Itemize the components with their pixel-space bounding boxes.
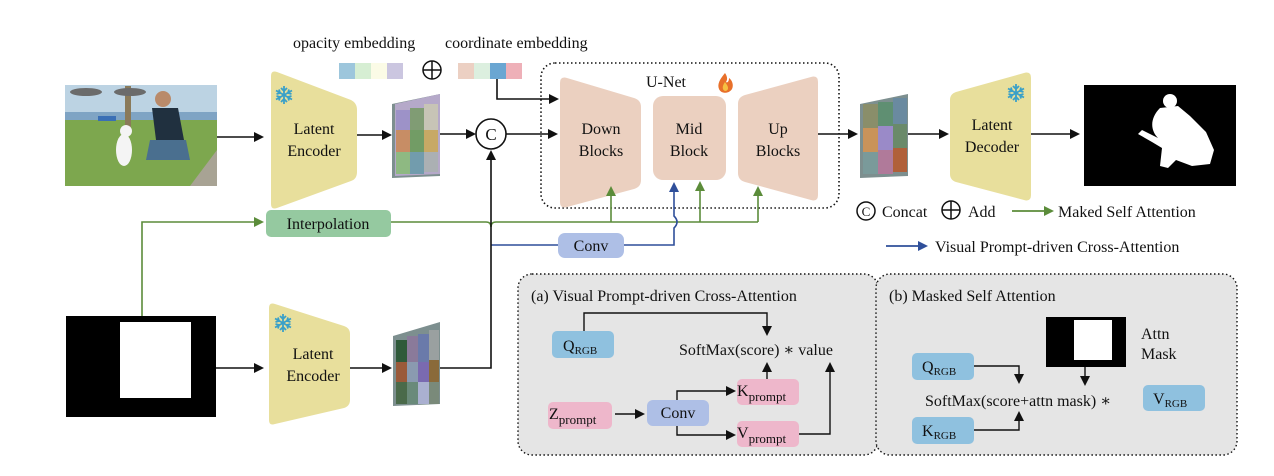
down-blocks-label-2: Blocks <box>579 143 623 160</box>
up-blocks-label-2: Blocks <box>756 143 800 160</box>
v-prompt-label: Vprompt <box>737 425 787 446</box>
q-rgb-box <box>552 331 614 358</box>
concat-node: C <box>475 118 507 150</box>
interpolation-box <box>266 210 391 237</box>
k-rgb-box <box>912 417 974 444</box>
coordinate-embedding-label: coordinate embedding <box>445 35 588 52</box>
v-to-value-arrow <box>799 362 835 435</box>
q-rgb-box-b <box>912 353 974 380</box>
panel-a-title: (a) Visual Prompt-driven Cross-Attention <box>531 288 797 305</box>
svg-text:C: C <box>485 125 496 144</box>
input-image <box>65 85 217 186</box>
fire-icon <box>718 73 733 93</box>
unet-container <box>540 62 840 209</box>
q-rgb-label-b: QRGB <box>922 359 956 378</box>
legend-masked-self-attention: Maked Self Attention <box>1058 204 1196 221</box>
latent-feature-mask <box>393 322 440 406</box>
attn-mask-image <box>1046 317 1126 367</box>
add-symbol <box>422 60 442 80</box>
latent-encoder-bottom <box>269 303 350 425</box>
opacity-embedding <box>339 63 403 79</box>
conv-label: Conv <box>574 238 609 255</box>
encoder-top-label-2: Encoder <box>287 143 341 160</box>
input-mask <box>66 316 216 417</box>
encoder-bottom-label-1: Latent <box>293 346 334 363</box>
interpolation-line <box>391 221 758 228</box>
conv-to-k-arrow <box>676 386 736 400</box>
k-prompt-label: Kprompt <box>737 383 787 404</box>
mid-block-label-1: Mid <box>676 121 703 138</box>
q-to-softmax-arrow-b <box>974 365 1024 384</box>
down-blocks <box>560 77 641 208</box>
opacity-embedding-label: opacity embedding <box>293 35 415 52</box>
embedding-arrow <box>496 79 559 104</box>
q-rgb-label: QRGB <box>563 338 597 357</box>
latent-feature-output <box>860 94 908 178</box>
softmax-formula-a: SoftMax(score) ∗ value <box>679 342 833 359</box>
embedding-cell <box>490 63 506 79</box>
embedding-cell <box>506 63 522 79</box>
mid-block <box>653 96 726 180</box>
coordinate-embedding <box>458 63 522 79</box>
embedding-cell <box>339 63 355 79</box>
v-rgb-box <box>1143 385 1205 411</box>
arrow-mask-latent-to-concat <box>440 150 496 369</box>
mask-to-interpolation-arrow <box>141 217 264 316</box>
embedding-cell <box>387 63 403 79</box>
up-blocks-label-1: Up <box>768 121 788 138</box>
decoder-label-1: Latent <box>972 117 1013 134</box>
legend-add: Add <box>968 204 996 221</box>
attn-label: Attn <box>1141 326 1169 343</box>
panel-conv-box <box>647 400 709 426</box>
interpolation-label: Interpolation <box>287 216 370 233</box>
embedding-cell <box>458 63 474 79</box>
latent-decoder <box>950 72 1031 201</box>
v-prompt-box <box>737 421 799 447</box>
mask-label: Mask <box>1141 346 1177 363</box>
latent-encoder-top <box>271 71 357 209</box>
svg-text:C: C <box>862 204 871 219</box>
mid-block-label-2: Block <box>670 143 708 160</box>
unet-title: U-Net <box>646 74 687 91</box>
embedding-cell <box>371 63 387 79</box>
k-to-softmax-arrow-b <box>974 411 1024 431</box>
z-prompt-box <box>548 402 612 429</box>
conv-to-mid-block-arrow <box>624 182 679 246</box>
legend-cross-attention: Visual Prompt-driven Cross-Attention <box>935 239 1179 256</box>
v-rgb-label: VRGB <box>1153 391 1187 410</box>
legend-concat: Concat <box>882 204 928 221</box>
panel-conv-label: Conv <box>661 405 696 422</box>
k-rgb-label: KRGB <box>922 423 956 442</box>
embedding-cell <box>355 63 371 79</box>
embedding-cell <box>474 63 490 79</box>
output-alpha-matte <box>1084 85 1236 186</box>
encoder-bottom-label-2: Encoder <box>286 368 340 385</box>
softmax-formula-b: SoftMax(score+attn mask) ∗ <box>925 393 1111 410</box>
k-prompt-box <box>737 379 799 405</box>
up-blocks <box>738 76 818 201</box>
decoder-label-2: Decoder <box>965 139 1020 156</box>
latent-feature-top <box>392 94 440 178</box>
encoder-top-label-1: Latent <box>294 121 335 138</box>
q-to-softmax-arrow <box>583 312 772 336</box>
conv-box <box>558 233 624 258</box>
z-prompt-label: Zprompt <box>549 406 597 427</box>
panel-b-title: (b) Masked Self Attention <box>889 288 1056 305</box>
legend: C Concat Add Maked Self Attention Visual… <box>856 200 1196 256</box>
down-blocks-label-1: Down <box>581 121 620 138</box>
conv-to-v-arrow <box>676 426 736 440</box>
